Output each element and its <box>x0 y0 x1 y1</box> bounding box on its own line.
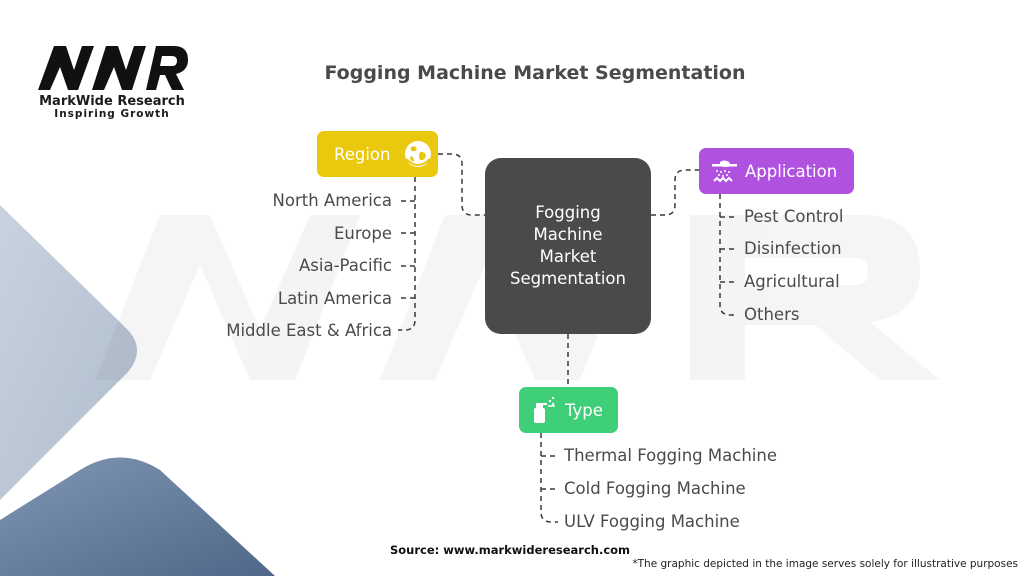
segment-application-label: Application <box>745 161 838 181</box>
connector-region-trunk <box>398 177 416 331</box>
region-item-2: Europe <box>333 224 392 243</box>
segment-region-label: Region <box>334 144 391 164</box>
segment-type-label: Type <box>565 400 603 420</box>
source-note: Source: www.markwideresearch.com <box>389 543 631 557</box>
page-title: Fogging Machine Market Segmentation <box>324 62 746 84</box>
region-item-3: Asia-Pacific <box>299 256 392 275</box>
type-item-2: Cold Fogging Machine <box>564 479 746 498</box>
region-item-1: North America <box>272 191 392 210</box>
segment-type: Type <box>519 387 618 433</box>
fogging-drone-icon <box>712 160 737 183</box>
connector-application-center <box>651 169 699 216</box>
brand-tagline: Inspiring Growth <box>54 108 170 120</box>
type-item-3: ULV Fogging Machine <box>564 512 740 531</box>
segment-application: Application <box>699 148 854 194</box>
segment-region: Region <box>317 131 438 177</box>
disclaimer-note: *The graphic depicted in the image serve… <box>632 558 1018 570</box>
background-diamond-bottom <box>0 457 275 576</box>
region-item-4: Latin America <box>277 289 392 308</box>
region-item-5: Middle East & Africa <box>226 321 392 340</box>
center-node-label: Fogging Machine Market Segmentation <box>510 203 626 288</box>
connector-region-center <box>438 153 485 216</box>
application-item-4: Others <box>744 305 800 324</box>
background-diamond-top <box>0 205 137 500</box>
globe-icon <box>404 141 431 167</box>
spray-bottle-icon <box>534 396 555 423</box>
application-item-2: Disinfection <box>744 239 842 258</box>
brand-logo-mark <box>38 46 188 90</box>
connector-application-trunk <box>719 194 738 316</box>
center-node: Fogging Machine Market Segmentation <box>485 158 651 334</box>
connector-type-trunk <box>540 433 558 523</box>
application-item-3: Agricultural <box>744 272 840 291</box>
brand-name: MarkWide Research <box>39 94 185 109</box>
type-item-1: Thermal Fogging Machine <box>564 446 777 465</box>
application-item-1: Pest Control <box>744 207 844 226</box>
